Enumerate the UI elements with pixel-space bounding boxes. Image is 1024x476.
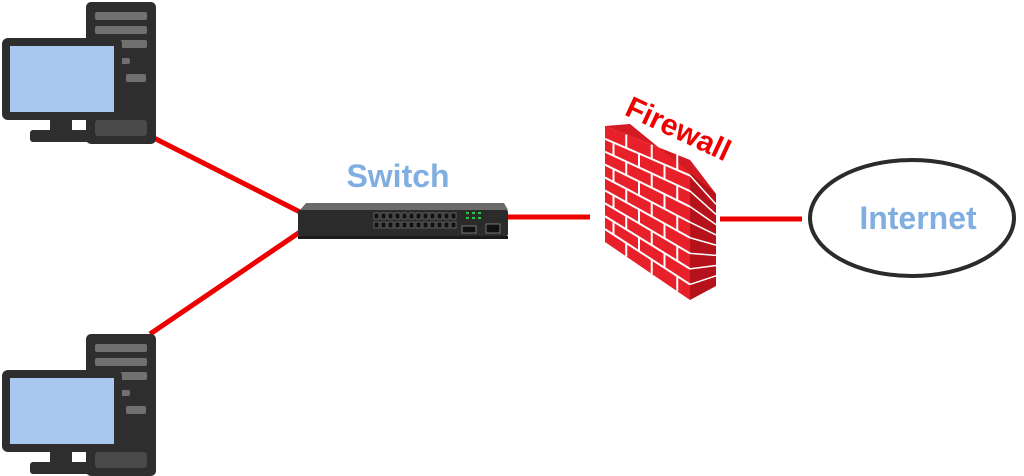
switch-port <box>422 212 429 220</box>
switch-port <box>429 212 436 220</box>
link-bottom-computer-to-switch <box>148 229 302 337</box>
switch-port <box>380 212 387 220</box>
switch-status-leds <box>466 212 481 219</box>
computer-icon <box>2 2 156 144</box>
internet-cloud-ellipse <box>808 158 1016 278</box>
switch-port <box>443 221 450 229</box>
network-switch-icon <box>298 203 508 239</box>
switch-port <box>373 212 380 220</box>
link-top-computer-to-switch <box>148 133 302 215</box>
internet-label: Internet <box>859 200 977 236</box>
switch-port <box>415 212 422 220</box>
switch-port <box>450 221 457 229</box>
switch-port <box>401 212 408 220</box>
switch-port <box>394 212 401 220</box>
switch-port <box>408 221 415 229</box>
switch-port <box>387 212 394 220</box>
firewall-brick-wall-icon <box>604 124 717 300</box>
switch-port <box>436 221 443 229</box>
switch-port <box>443 212 450 220</box>
switch-port-grid <box>373 212 457 229</box>
switch-port <box>387 221 394 229</box>
switch-port <box>422 221 429 229</box>
connections <box>148 133 802 337</box>
switch-port <box>429 221 436 229</box>
switch-label: Switch <box>346 158 449 194</box>
switch-port <box>408 212 415 220</box>
switch-port <box>394 221 401 229</box>
switch-port <box>450 212 457 220</box>
switch-port <box>436 212 443 220</box>
switch-port <box>415 221 422 229</box>
switch-port <box>401 221 408 229</box>
brick-mortar-lines <box>604 134 717 292</box>
switch-port <box>380 221 387 229</box>
switch-port <box>373 221 380 229</box>
computer-icon <box>2 334 156 476</box>
